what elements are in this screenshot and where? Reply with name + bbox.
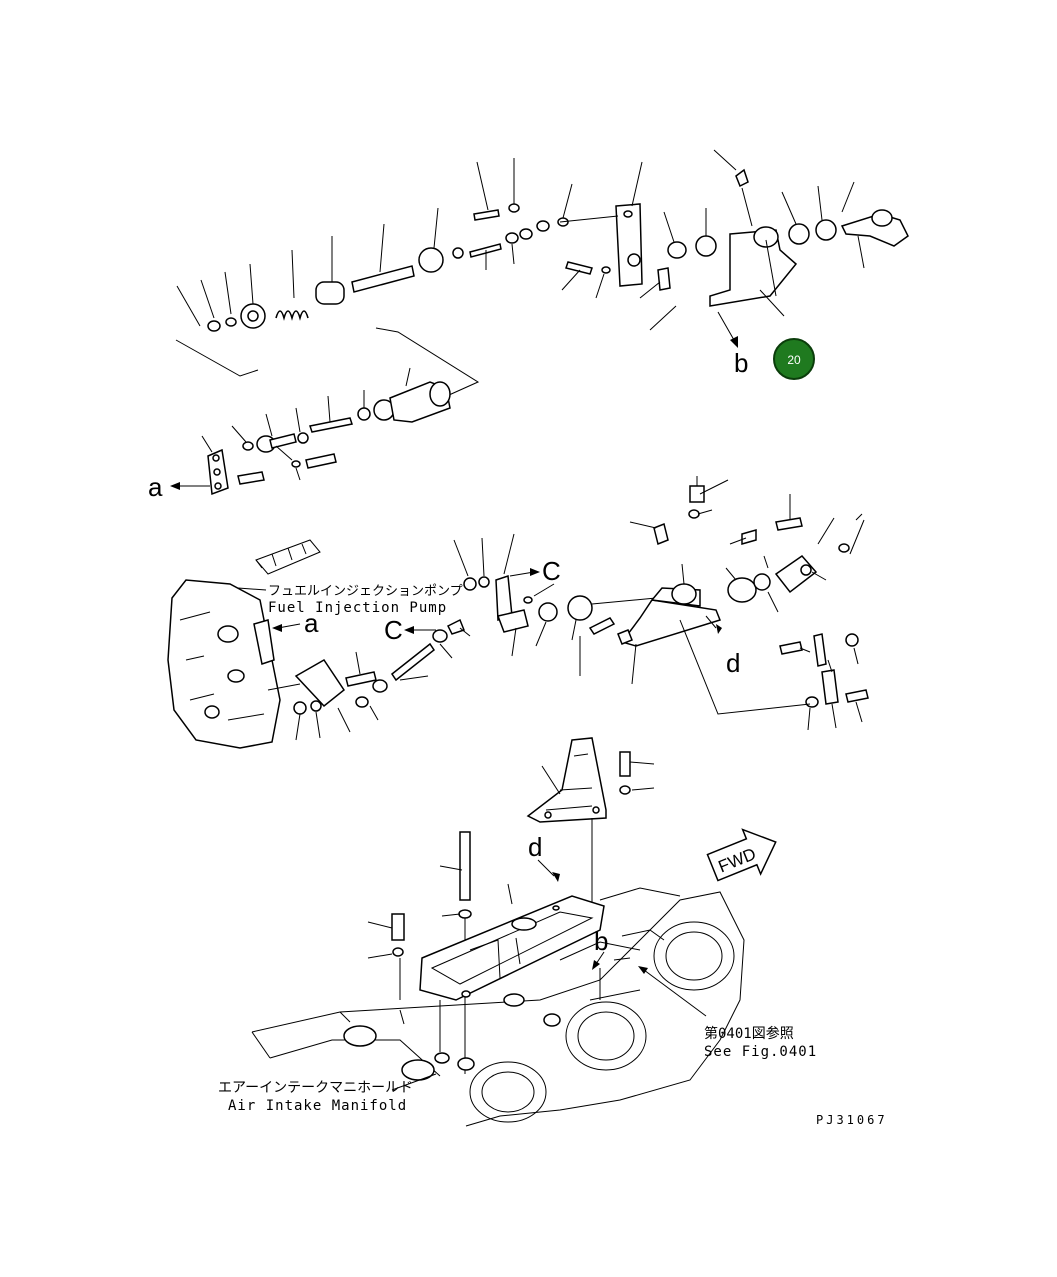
middle-linkage: C: [267, 615, 471, 741]
callout-letter-c: C: [384, 615, 403, 645]
bottom-bracket-assembly: d b: [367, 737, 655, 1074]
callout-letter-d-2: d: [528, 832, 542, 862]
callout-letter-d: d: [726, 648, 740, 678]
callout-letter-a: a: [148, 472, 163, 502]
air-intake-label-jp: エアーインテークマニホールド: [218, 1080, 413, 1096]
air-intake-label-en: Air Intake Manifold: [228, 1098, 407, 1114]
lever-subassembly: a: [148, 367, 451, 502]
drawing-number: PJ31067: [816, 1113, 888, 1127]
see-fig-label-jp: 第0401図参照: [704, 1025, 794, 1042]
see-fig-label-en: See Fig.0401: [704, 1044, 817, 1060]
air-intake-manifold: [251, 887, 745, 1127]
callout-letter-a-2: a: [304, 608, 319, 638]
fuel-injection-pump: [167, 539, 321, 749]
callout-letter-b-2: b: [594, 926, 608, 956]
right-mid-bracket: d: [579, 476, 869, 731]
top-linkage-assembly: b: [175, 149, 909, 409]
center-lever: C: [453, 533, 657, 657]
callout-letter-c-2: C: [542, 556, 561, 586]
callout-letter-b: b: [734, 348, 748, 378]
step-badge-number: 20: [787, 353, 801, 367]
step-badge[interactable]: 20: [773, 338, 815, 380]
fuel-pump-label-jp: フュエルインジェクションポンプ: [268, 584, 463, 599]
fuel-pump-label-en: Fuel Injection Pump: [268, 600, 447, 616]
fwd-arrow: FWD: [706, 828, 777, 882]
